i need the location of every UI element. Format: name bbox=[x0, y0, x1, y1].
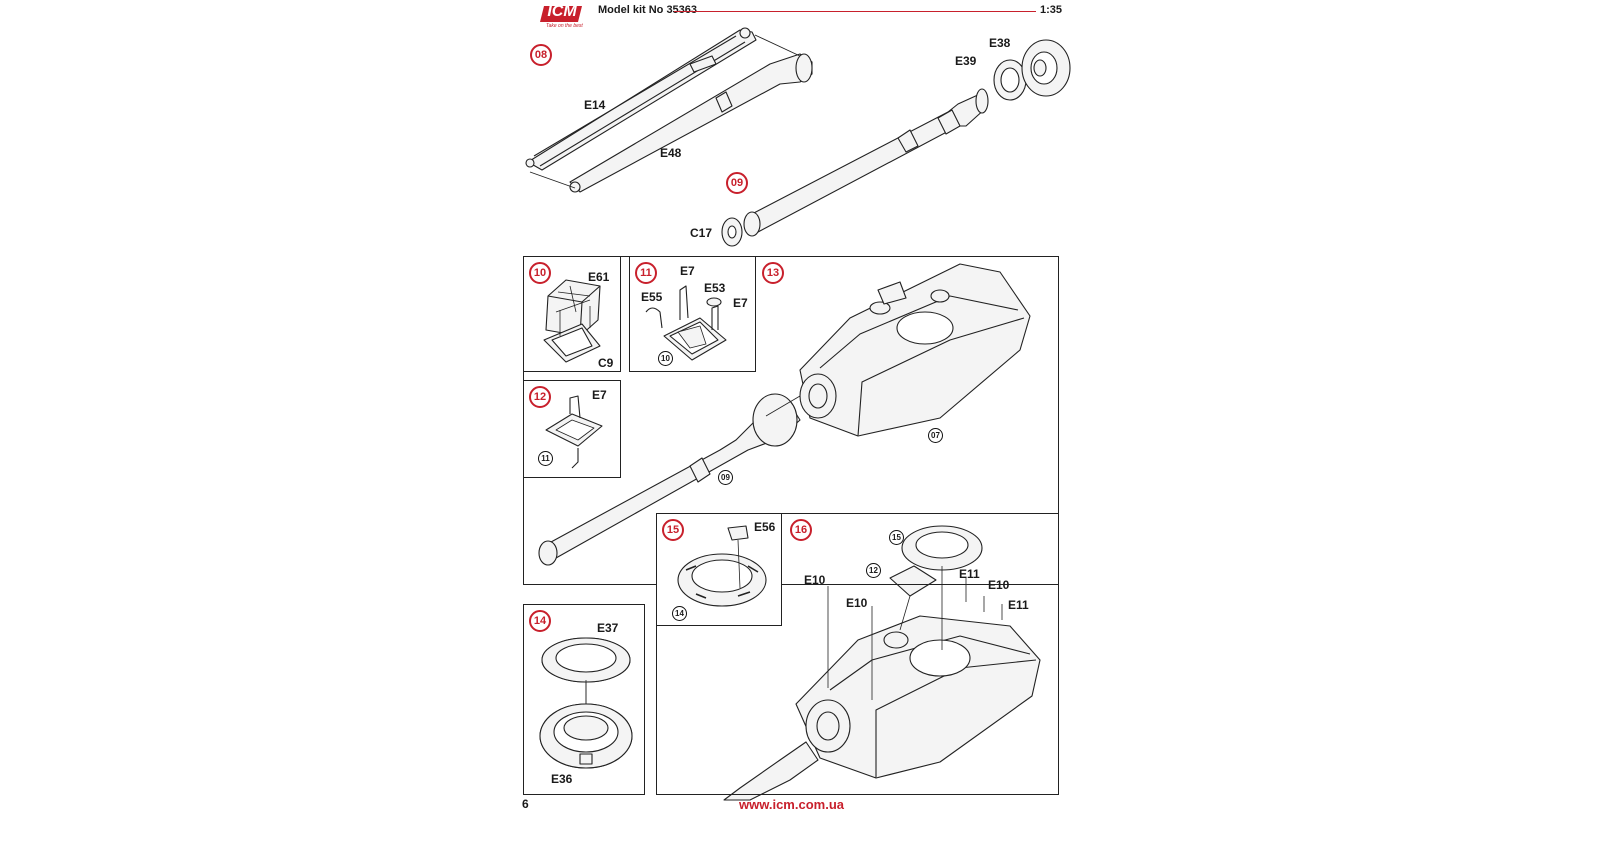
logo-tagline: Take on the best bbox=[546, 23, 583, 29]
model-kit-label: Model kit No 35363 bbox=[598, 4, 698, 16]
ref-step-10: 10 bbox=[658, 351, 673, 366]
ref-step-14: 14 bbox=[672, 606, 687, 621]
page-number: 6 bbox=[522, 797, 529, 811]
turret-16-drawing bbox=[795, 615, 1041, 779]
part-label-e11-b: E11 bbox=[1008, 598, 1029, 612]
hatch-11-overlay bbox=[645, 285, 727, 361]
panel-step-16 bbox=[656, 513, 1059, 795]
step-15-badge: 15 bbox=[662, 519, 684, 541]
step-13-badge: 13 bbox=[762, 262, 784, 284]
hatch-12-overlay bbox=[545, 395, 603, 469]
header-rule bbox=[674, 11, 1036, 12]
ref-step-09: 09 bbox=[718, 470, 733, 485]
part-e39-drawing bbox=[993, 59, 1027, 101]
part-label-e7-b: E7 bbox=[733, 296, 748, 310]
part-e38-drawing bbox=[1021, 39, 1071, 97]
website-link[interactable]: www.icm.com.ua bbox=[739, 797, 844, 812]
ring-15-overlay bbox=[677, 525, 767, 607]
ring-14-overlay bbox=[539, 637, 633, 769]
step-10-badge: 10 bbox=[529, 262, 551, 284]
step-08-badge: 08 bbox=[530, 44, 552, 66]
icm-logo-shape bbox=[540, 6, 582, 22]
part-label-e10-a: E10 bbox=[804, 573, 826, 587]
part-label-e11-a: E11 bbox=[959, 567, 980, 581]
part-label-e10-b: E10 bbox=[988, 578, 1010, 592]
part-label-e36: E36 bbox=[551, 772, 573, 786]
part-c17-drawing bbox=[721, 217, 743, 247]
part-label-e37: E37 bbox=[597, 621, 619, 635]
step-12-badge: 12 bbox=[529, 386, 551, 408]
part-label-c9: C9 bbox=[598, 356, 614, 370]
part-label-e53: E53 bbox=[704, 281, 726, 295]
part-label-e38: E38 bbox=[989, 36, 1011, 50]
part-label-e48: E48 bbox=[660, 146, 682, 160]
hatch-16-drawing bbox=[889, 565, 937, 597]
part-e14-drawing bbox=[525, 27, 757, 171]
ref-step-07: 07 bbox=[928, 428, 943, 443]
part-barrel-09-drawing bbox=[743, 88, 989, 237]
step-09-badge: 09 bbox=[726, 172, 748, 194]
turret-13-drawing bbox=[799, 263, 1031, 437]
part-label-e7-a: E7 bbox=[680, 264, 695, 278]
icm-logo: ICM Take on the best bbox=[540, 4, 584, 30]
barrel-13-drawing bbox=[538, 393, 801, 566]
assembly-arrow-08 bbox=[529, 171, 576, 189]
part-e48-drawing bbox=[569, 53, 813, 193]
part-label-e56: E56 bbox=[754, 520, 776, 534]
part-label-e39: E39 bbox=[955, 54, 977, 68]
part-label-e7-c: E7 bbox=[592, 388, 607, 402]
panel-step-14 bbox=[523, 604, 645, 795]
ring-16-drawing bbox=[901, 525, 983, 571]
step-14-badge: 14 bbox=[529, 610, 551, 632]
step-11-badge: 11 bbox=[635, 262, 657, 284]
logo-brand: ICM bbox=[547, 3, 577, 20]
scale-label: 1:35 bbox=[1040, 4, 1063, 16]
ref-step-11: 11 bbox=[538, 451, 553, 466]
part-label-e14: E14 bbox=[584, 98, 606, 112]
part-label-e10-c: E10 bbox=[846, 596, 868, 610]
hatch-10-overlay bbox=[543, 279, 601, 363]
part-label-c17: C17 bbox=[690, 226, 713, 240]
part-label-e61: E61 bbox=[588, 270, 610, 284]
barrel-16-drawing bbox=[723, 741, 819, 801]
ref-step-15: 15 bbox=[889, 530, 904, 545]
part-label-e55: E55 bbox=[641, 290, 663, 304]
step-16-badge: 16 bbox=[790, 519, 812, 541]
ref-step-12: 12 bbox=[866, 563, 881, 578]
